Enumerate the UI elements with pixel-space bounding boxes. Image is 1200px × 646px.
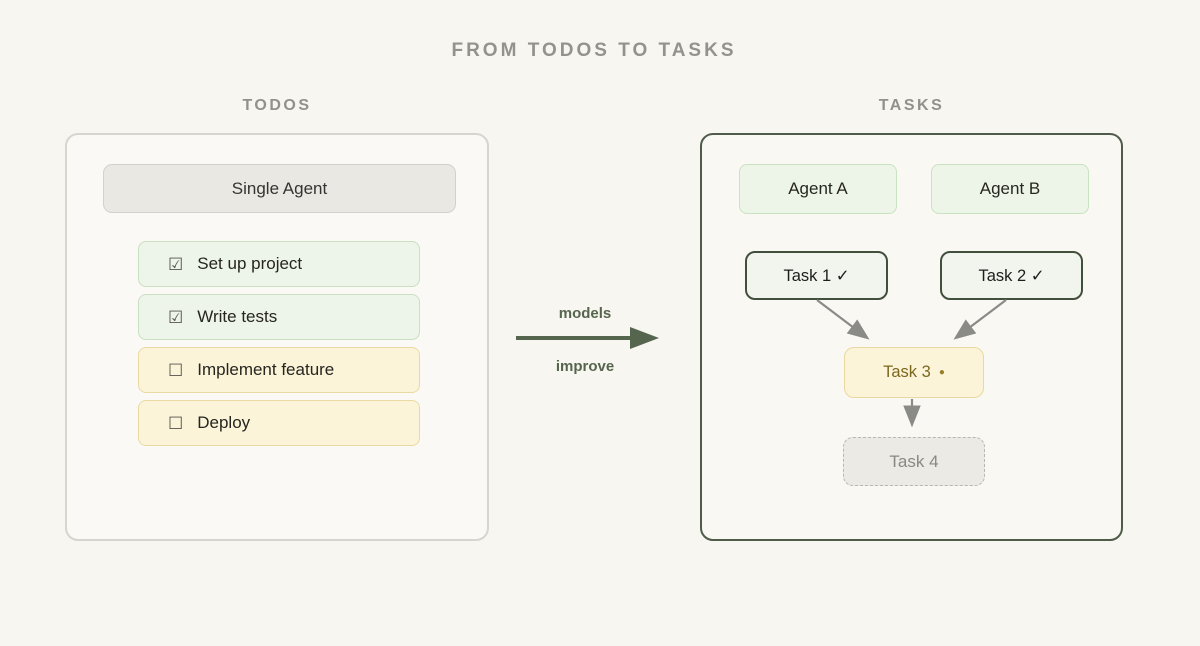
checkbox-checked-icon: ☑ <box>168 307 184 327</box>
todo-item-write-tests: ☑ Write tests <box>138 294 420 340</box>
task-1-box: Task 1 ✓ <box>745 251 888 300</box>
diagram-title: FROM TODOS TO TASKS <box>451 40 737 61</box>
in-progress-dot-icon: ● <box>938 366 945 378</box>
todo-item-label: Write tests <box>197 307 278 326</box>
checkbox-unchecked-icon: ☐ <box>168 360 184 380</box>
task-2-box: Task 2 ✓ <box>940 251 1083 300</box>
task-3-box: Task 3 ● <box>844 347 984 398</box>
transition-label-improve: improve <box>555 358 615 375</box>
single-agent-box: Single Agent <box>103 164 456 213</box>
agent-a-box: Agent A <box>739 164 897 214</box>
todo-item-label: Implement feature <box>197 360 335 379</box>
agent-b-box: Agent B <box>931 164 1089 214</box>
task-4-box: Task 4 <box>843 437 985 486</box>
checkbox-unchecked-icon: ☐ <box>168 413 184 433</box>
todo-item-implement-feature: ☐ Implement feature <box>138 347 420 393</box>
tasks-column-label: TASKS <box>878 97 945 114</box>
checkbox-checked-icon: ☑ <box>168 254 184 274</box>
todo-item-label: Deploy <box>197 413 251 432</box>
transition-arrow <box>516 327 659 349</box>
transition-label-models: models <box>558 305 612 322</box>
todos-column-label: TODOS <box>242 97 312 114</box>
tasks-panel: Agent A Agent B Task 1 ✓ Task 2 ✓ Task 3… <box>700 133 1123 541</box>
todos-panel: Single Agent ☑ Set up project ☑ Write te… <box>65 133 489 541</box>
task-3-label: Task 3 <box>883 363 931 381</box>
todo-item-set-up-project: ☑ Set up project <box>138 241 420 287</box>
todo-item-label: Set up project <box>197 254 303 273</box>
todo-item-deploy: ☐ Deploy <box>138 400 420 446</box>
